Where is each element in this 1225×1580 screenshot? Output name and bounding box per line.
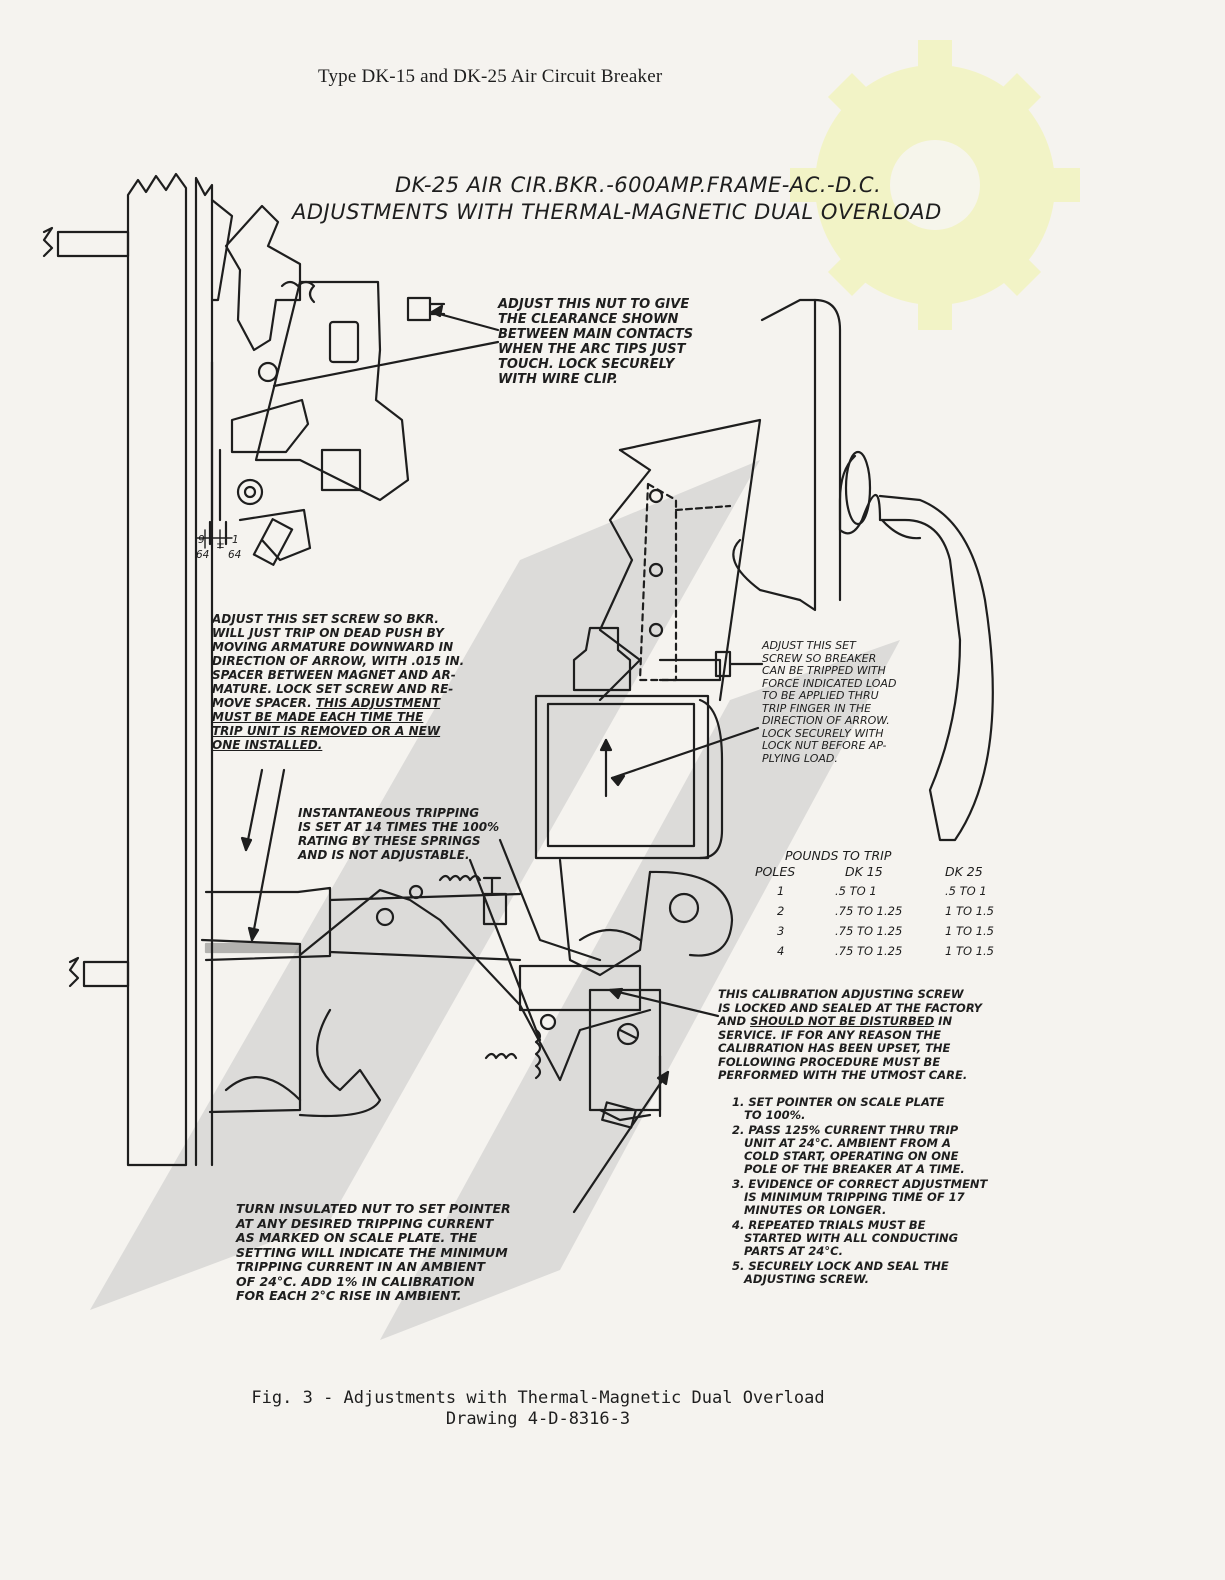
note-calibration: THIS CALIBRATION ADJUSTING SCREW IS LOCK… [718,987,982,1083]
table-header-dk15: DK 15 [845,864,883,879]
leader-instantaneous [468,838,602,1042]
diagram-title-line1: DK-25 AIR CIR.BKR.-600AMP.FRAME-AC.-D.C. [395,173,882,197]
table-cell: 3 [777,924,785,938]
table-cell: 4 [777,944,785,958]
note-force-set-screw: ADJUST THIS SET SCREW SO BREAKER CAN BE … [762,639,897,765]
leader-setscrew [240,768,286,942]
clearance-fraction-b-denominator: 64 [228,549,242,561]
leader-nut [272,304,500,388]
table-header-dk25: DK 25 [945,864,983,879]
note-adjust-set-screw-text: ADJUST THIS SET SCREW SO BKR. WILL JUST … [212,612,465,710]
table-cell: .5 TO 1 [945,884,987,898]
clearance-plusminus: ± [216,539,225,551]
magnet-block [534,626,734,977]
table-cell: 1 TO 1.5 [945,904,994,918]
clearance-fraction-a-numerator: 9 [198,534,205,546]
clearance-dimension [195,529,233,549]
contact-assembly [208,204,446,566]
trip-unit [200,874,662,1129]
note-calibration-intro-rest: IN SERVICE. IF FOR ANY REASON THE CALIBR… [718,1014,968,1082]
diagram-title-line2: ADJUSTMENTS WITH THERMAL-MAGNETIC DUAL O… [292,200,942,224]
page-header: Type DK-15 and DK-25 Air Circuit Breaker [318,66,663,87]
note-calibration-underlined: SHOULD NOT BE DISTURBED [750,1014,935,1028]
table-cell: 1 TO 1.5 [945,924,994,938]
calibration-step: 2. PASS 125% CURRENT THRU TRIP UNIT AT 2… [732,1123,965,1176]
calibration-step: 4. REPEATED TRIALS MUST BE STARTED WITH … [732,1218,959,1258]
leader-pointer [572,1070,670,1214]
table-cell: .75 TO 1.25 [835,944,903,958]
note-instantaneous-tripping: INSTANTANEOUS TRIPPING IS SET AT 14 TIME… [298,806,500,862]
note-calibration-intro: THIS CALIBRATION ADJUSTING SCREW IS LOCK… [718,987,982,1028]
calibration-step: 3. EVIDENCE OF CORRECT ADJUSTMENT IS MIN… [732,1177,988,1217]
calibration-step: 1. SET POINTER ON SCALE PLATE TO 100%. [732,1095,945,1122]
table-cell: .5 TO 1 [835,884,877,898]
busbar-lower [68,956,130,988]
note-pointer-setting: TURN INSULATED NUT TO SET POINTER AT ANY… [236,1201,511,1303]
table-cell: 2 [777,904,785,918]
note-adjust-nut: ADJUST THIS NUT TO GIVE THE CLEARANCE SH… [498,297,694,387]
table-cell: .75 TO 1.25 [835,924,903,938]
note-adjust-set-screw: ADJUST THIS SET SCREW SO BKR. WILL JUST … [212,612,464,752]
figure-caption-line2: Drawing 4-D-8316-3 [445,1409,631,1429]
leader-calibration [608,987,720,1018]
note-adjust-set-screw-underlined: THIS ADJUSTMENT MUST BE MADE EACH TIME T… [212,696,441,752]
leader-force [610,662,764,787]
table-cell: .75 TO 1.25 [835,904,903,918]
table-cell: 1 TO 1.5 [945,944,994,958]
busbar-upper [42,226,130,258]
calibration-step: 5. SECURELY LOCK AND SEAL THE ADJUSTING … [732,1259,949,1286]
table-cell: 1 [777,884,785,898]
calibration-steps: 1. SET POINTER ON SCALE PLATE TO 100%. 2… [732,1096,987,1286]
table-title: POUNDS TO TRIP [785,848,892,863]
figure-caption: Fig. 3 - Adjustments with Thermal-Magnet… [178,1388,898,1430]
table-header-poles: POLES [755,864,796,879]
figure-caption-line1: Fig. 3 - Adjustments with Thermal-Magnet… [251,1388,825,1408]
clearance-fraction-b-numerator: 1 [232,534,239,546]
handle-assembly [598,298,994,842]
clearance-fraction-a-denominator: 64 [196,549,210,561]
